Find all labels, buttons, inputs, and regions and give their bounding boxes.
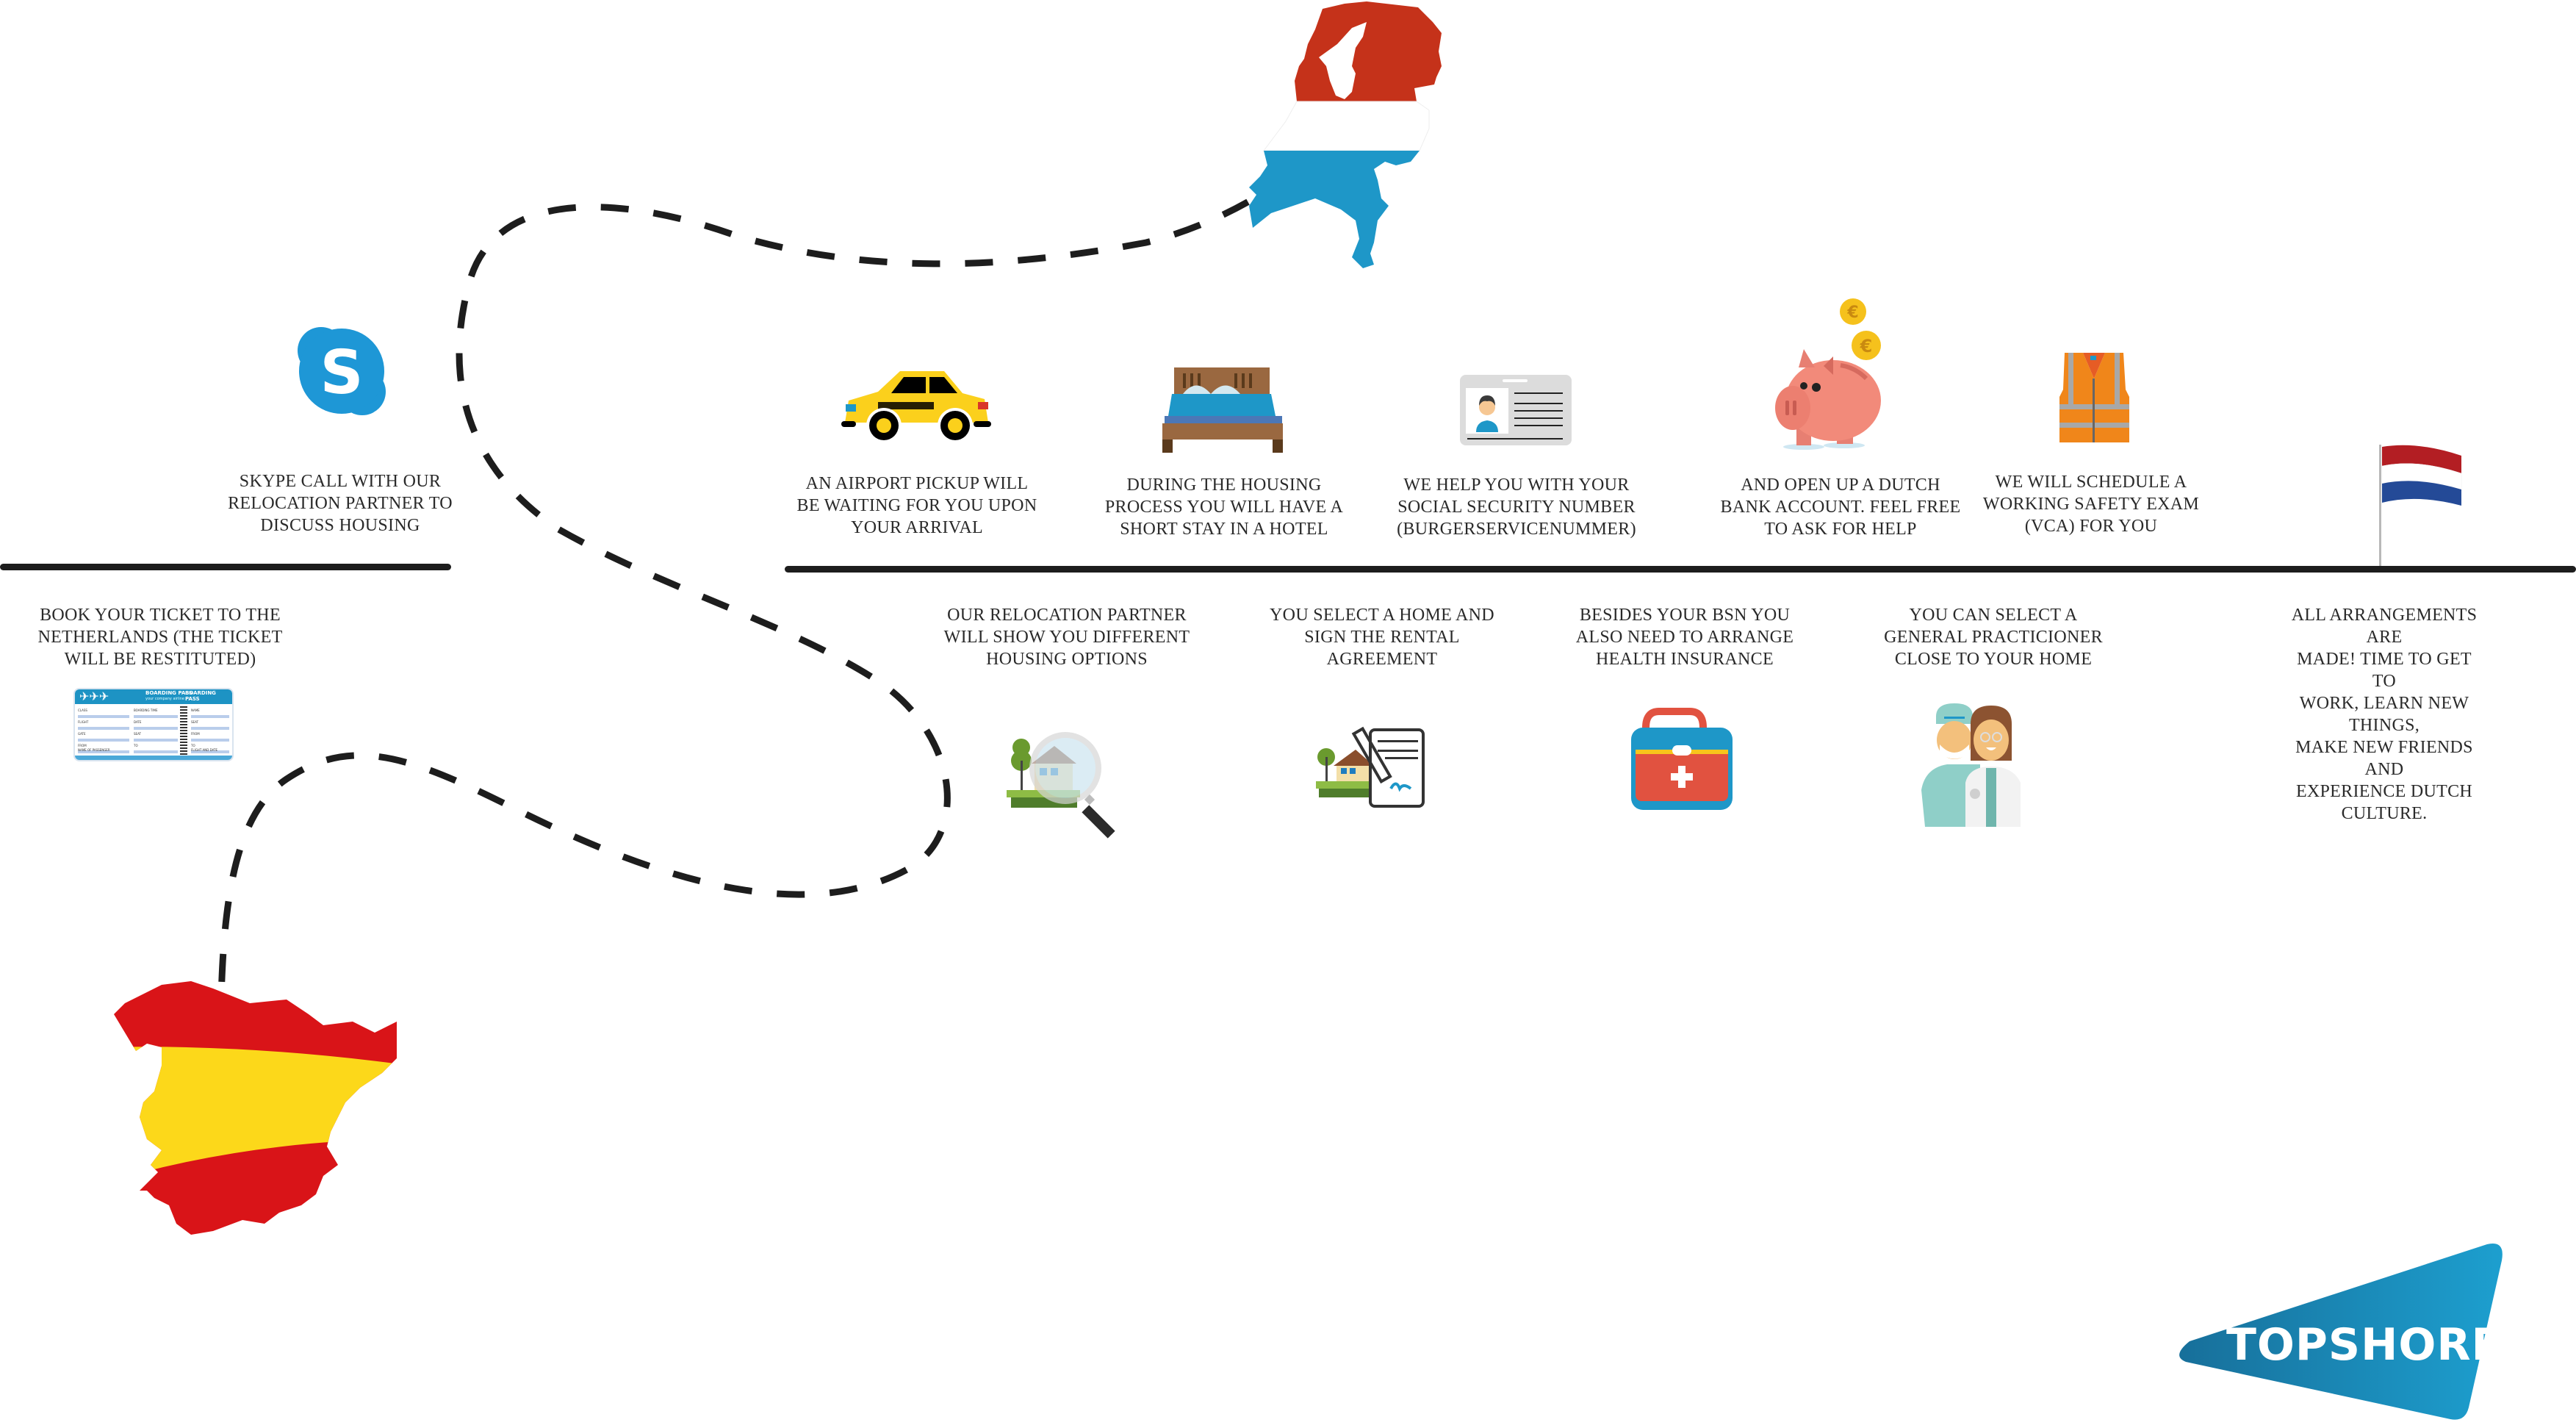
medical-kit-icon [1631,708,1733,810]
brand-name: TOPSHORE [2226,1319,2503,1371]
boarding-pass-header: BOARDING PASS [145,690,193,696]
step-housing-options-text: OUR RELOCATION PARTNER WILL SHOW YOU DIF… [943,606,1190,669]
step-ticket-text: BOOK YOUR TICKET TO THE NETHERLANDS (THE… [37,606,283,669]
topshore-logo [2179,1243,2503,1420]
step-insurance-text: BESIDES YOUR BSN YOU ALSO NEED TO ARRANG… [1575,606,1794,669]
bp-field: SEAT [191,718,229,730]
bp-field: FROM [78,742,129,753]
timeline-left-segment [0,564,451,570]
safety-vest-icon [2059,353,2129,442]
netherlands-map-icon [1249,1,1442,268]
bp-field: FLIGHT AND DATE [191,748,218,752]
bp-field: BOARDING TIME [134,706,178,718]
dutch-flag-icon [2379,445,2462,566]
step-airport-text: AN AIRPORT PICKUP WILL BE WAITING FOR YO… [796,474,1037,537]
bp-field: FLIGHT [78,718,129,730]
barcode [180,706,187,755]
euro-coin-icon: € [1860,336,1873,356]
bp-field: GATE [78,730,129,742]
bp-field: NAME [191,706,229,718]
step-vca-text: WE WILL SCHEDULE A WORKING SAFETY EXAM (… [1982,473,2200,536]
timeline-right-segment [785,566,2576,573]
boarding-pass-sub: your company airline [145,697,184,701]
step-bsn-text: WE HELP YOU WITH YOUR SOCIAL SECURITY NU… [1397,476,1636,539]
euro-coin-icon: € [1846,304,1858,322]
svg-text:S: S [320,338,363,408]
step-hotel-text: DURING THE HOUSING PROCESS YOU WILL HAVE… [1104,476,1344,539]
skype-icon: S [298,327,386,415]
step-bank-text: AND OPEN UP A DUTCH BANK ACCOUNT. FEEL F… [1720,476,1961,539]
bp-field: FROM [191,730,229,742]
plane-icon: ✈✈✈ [79,689,109,703]
bed-icon [1162,367,1283,453]
bp-field: DATE [134,718,178,730]
taxi-icon [841,371,991,443]
rental-agreement-icon [1316,726,1425,808]
step-done-text: ALL ARRANGEMENTS ARE MADE! TIME TO GET T… [2291,606,2478,823]
step-skype-text: SKYPE CALL WITH OUR RELOCATION PARTNER T… [228,472,453,535]
bp-field: TO [191,742,229,753]
spain-map-icon [114,981,397,1235]
id-card-icon [1460,375,1572,445]
doctors-icon [1921,703,2021,827]
bp-field: CLASS [78,706,129,718]
step-gp-text: YOU CAN SELECT A GENERAL PRACTICIONER CL… [1884,606,2103,669]
bp-field: SEAT [134,730,178,742]
boarding-pass-header-stub: BOARDING PASS [185,690,216,702]
step-rental-text: YOU SELECT A HOME AND SIGN THE RENTAL AG… [1270,606,1494,669]
bp-field: TO [134,742,178,753]
bp-field: NAME OF PASSENGER [78,748,110,752]
piggy-bank-icon: € € [1775,298,1881,450]
boarding-pass-icon: ✈✈✈ BOARDING PASS BOARDING PASS your com… [75,689,232,760]
house-search-icon [1007,732,1115,839]
